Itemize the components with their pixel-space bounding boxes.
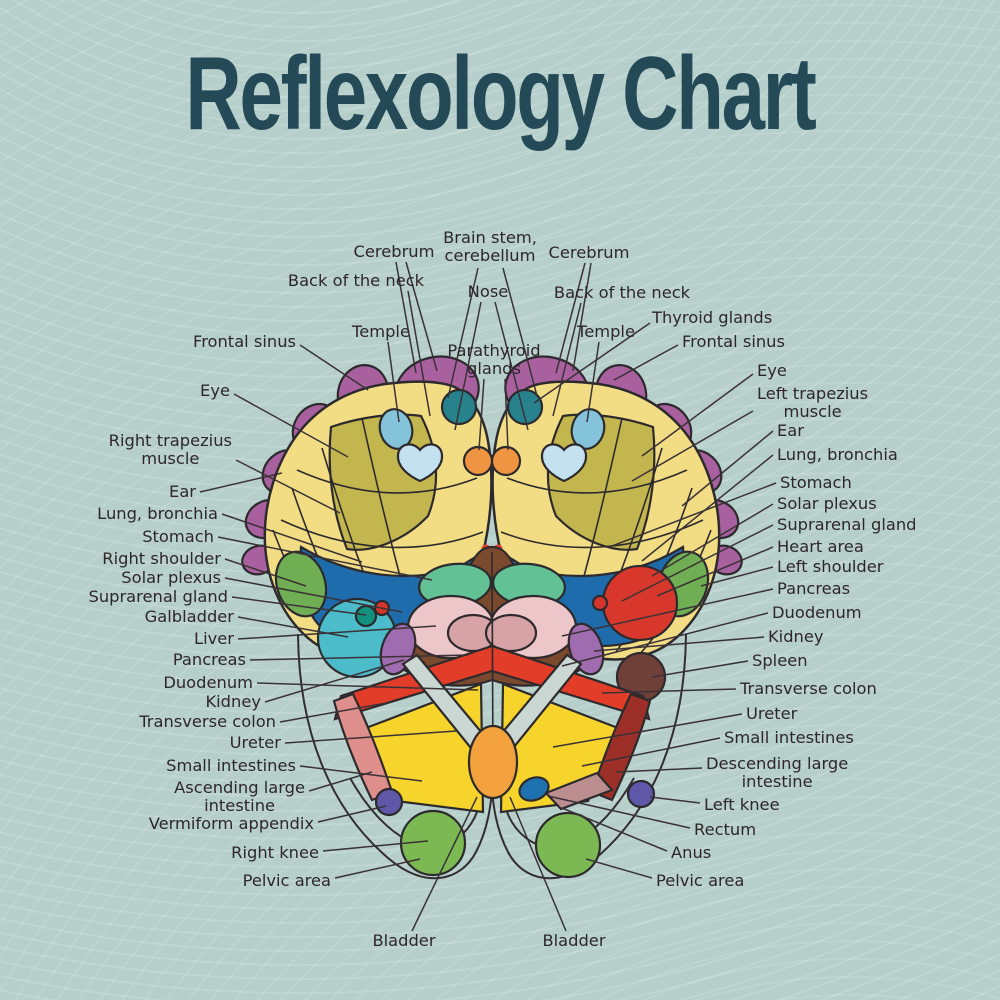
leader-line bbox=[641, 373, 754, 457]
leader-line bbox=[533, 322, 651, 404]
leader-line bbox=[552, 302, 582, 417]
pelvic-area-zone-right bbox=[534, 811, 602, 879]
leader-line bbox=[233, 393, 349, 458]
leader-line bbox=[700, 566, 774, 587]
leader-line bbox=[651, 503, 774, 577]
leader-line bbox=[249, 654, 469, 661]
leader-line bbox=[299, 344, 369, 391]
leader-line bbox=[237, 625, 437, 640]
leader-line bbox=[217, 536, 433, 581]
knee-zone-right-foot bbox=[374, 787, 404, 817]
bladder-zone bbox=[467, 724, 519, 800]
red-dot-right bbox=[591, 594, 609, 612]
leader-line bbox=[387, 341, 400, 423]
leader-line bbox=[264, 659, 405, 703]
leader-line bbox=[405, 261, 438, 372]
leader-line bbox=[256, 682, 479, 691]
leader-line bbox=[224, 558, 307, 587]
leader-line bbox=[641, 454, 774, 562]
leader-line bbox=[572, 262, 592, 372]
leader-line bbox=[231, 596, 367, 616]
page-title: Reflexology Chart bbox=[185, 36, 816, 152]
leader-line bbox=[613, 344, 679, 381]
leader-line bbox=[561, 807, 668, 852]
leader-line bbox=[555, 262, 586, 374]
leader-line bbox=[552, 713, 743, 748]
leader-line bbox=[407, 290, 431, 417]
leader-line bbox=[615, 767, 703, 773]
leader-line bbox=[502, 267, 538, 397]
leader-line bbox=[656, 546, 774, 597]
leader-line bbox=[494, 301, 529, 431]
leader-line bbox=[221, 513, 363, 563]
pancreas-zone-right bbox=[484, 613, 538, 653]
leader-line bbox=[601, 688, 737, 694]
leader-line bbox=[308, 771, 373, 792]
leader-line bbox=[651, 660, 749, 678]
rectum-zone bbox=[518, 776, 550, 802]
leader-line bbox=[299, 765, 423, 782]
suprarenal-dot-left bbox=[354, 604, 378, 628]
leader-line bbox=[411, 796, 478, 932]
leader-line bbox=[284, 730, 457, 744]
knee-zone-left-foot bbox=[626, 779, 656, 809]
leader-line bbox=[235, 459, 341, 514]
leader-line bbox=[561, 612, 769, 667]
leader-line bbox=[395, 261, 417, 374]
leader-line bbox=[279, 701, 393, 723]
leader-line bbox=[237, 616, 349, 638]
leader-line bbox=[317, 805, 387, 823]
leader-line bbox=[322, 840, 429, 852]
leader-line bbox=[649, 796, 701, 804]
leader-line bbox=[199, 472, 283, 493]
leader-line bbox=[593, 636, 765, 652]
leader-line bbox=[585, 858, 653, 879]
leader-line bbox=[621, 524, 774, 602]
leader-line bbox=[581, 737, 721, 767]
leader-line bbox=[586, 341, 600, 423]
leader-line bbox=[509, 796, 567, 932]
leader-line bbox=[631, 410, 754, 482]
leader-line bbox=[447, 267, 479, 399]
leader-line bbox=[547, 795, 691, 829]
leader-line bbox=[334, 858, 421, 879]
leader-line bbox=[561, 588, 774, 637]
leader-line bbox=[478, 378, 485, 451]
leader-line bbox=[454, 301, 482, 431]
leader-line bbox=[611, 482, 777, 547]
leader-line bbox=[504, 378, 509, 451]
leader-line bbox=[224, 577, 403, 613]
leader-line bbox=[681, 430, 774, 507]
